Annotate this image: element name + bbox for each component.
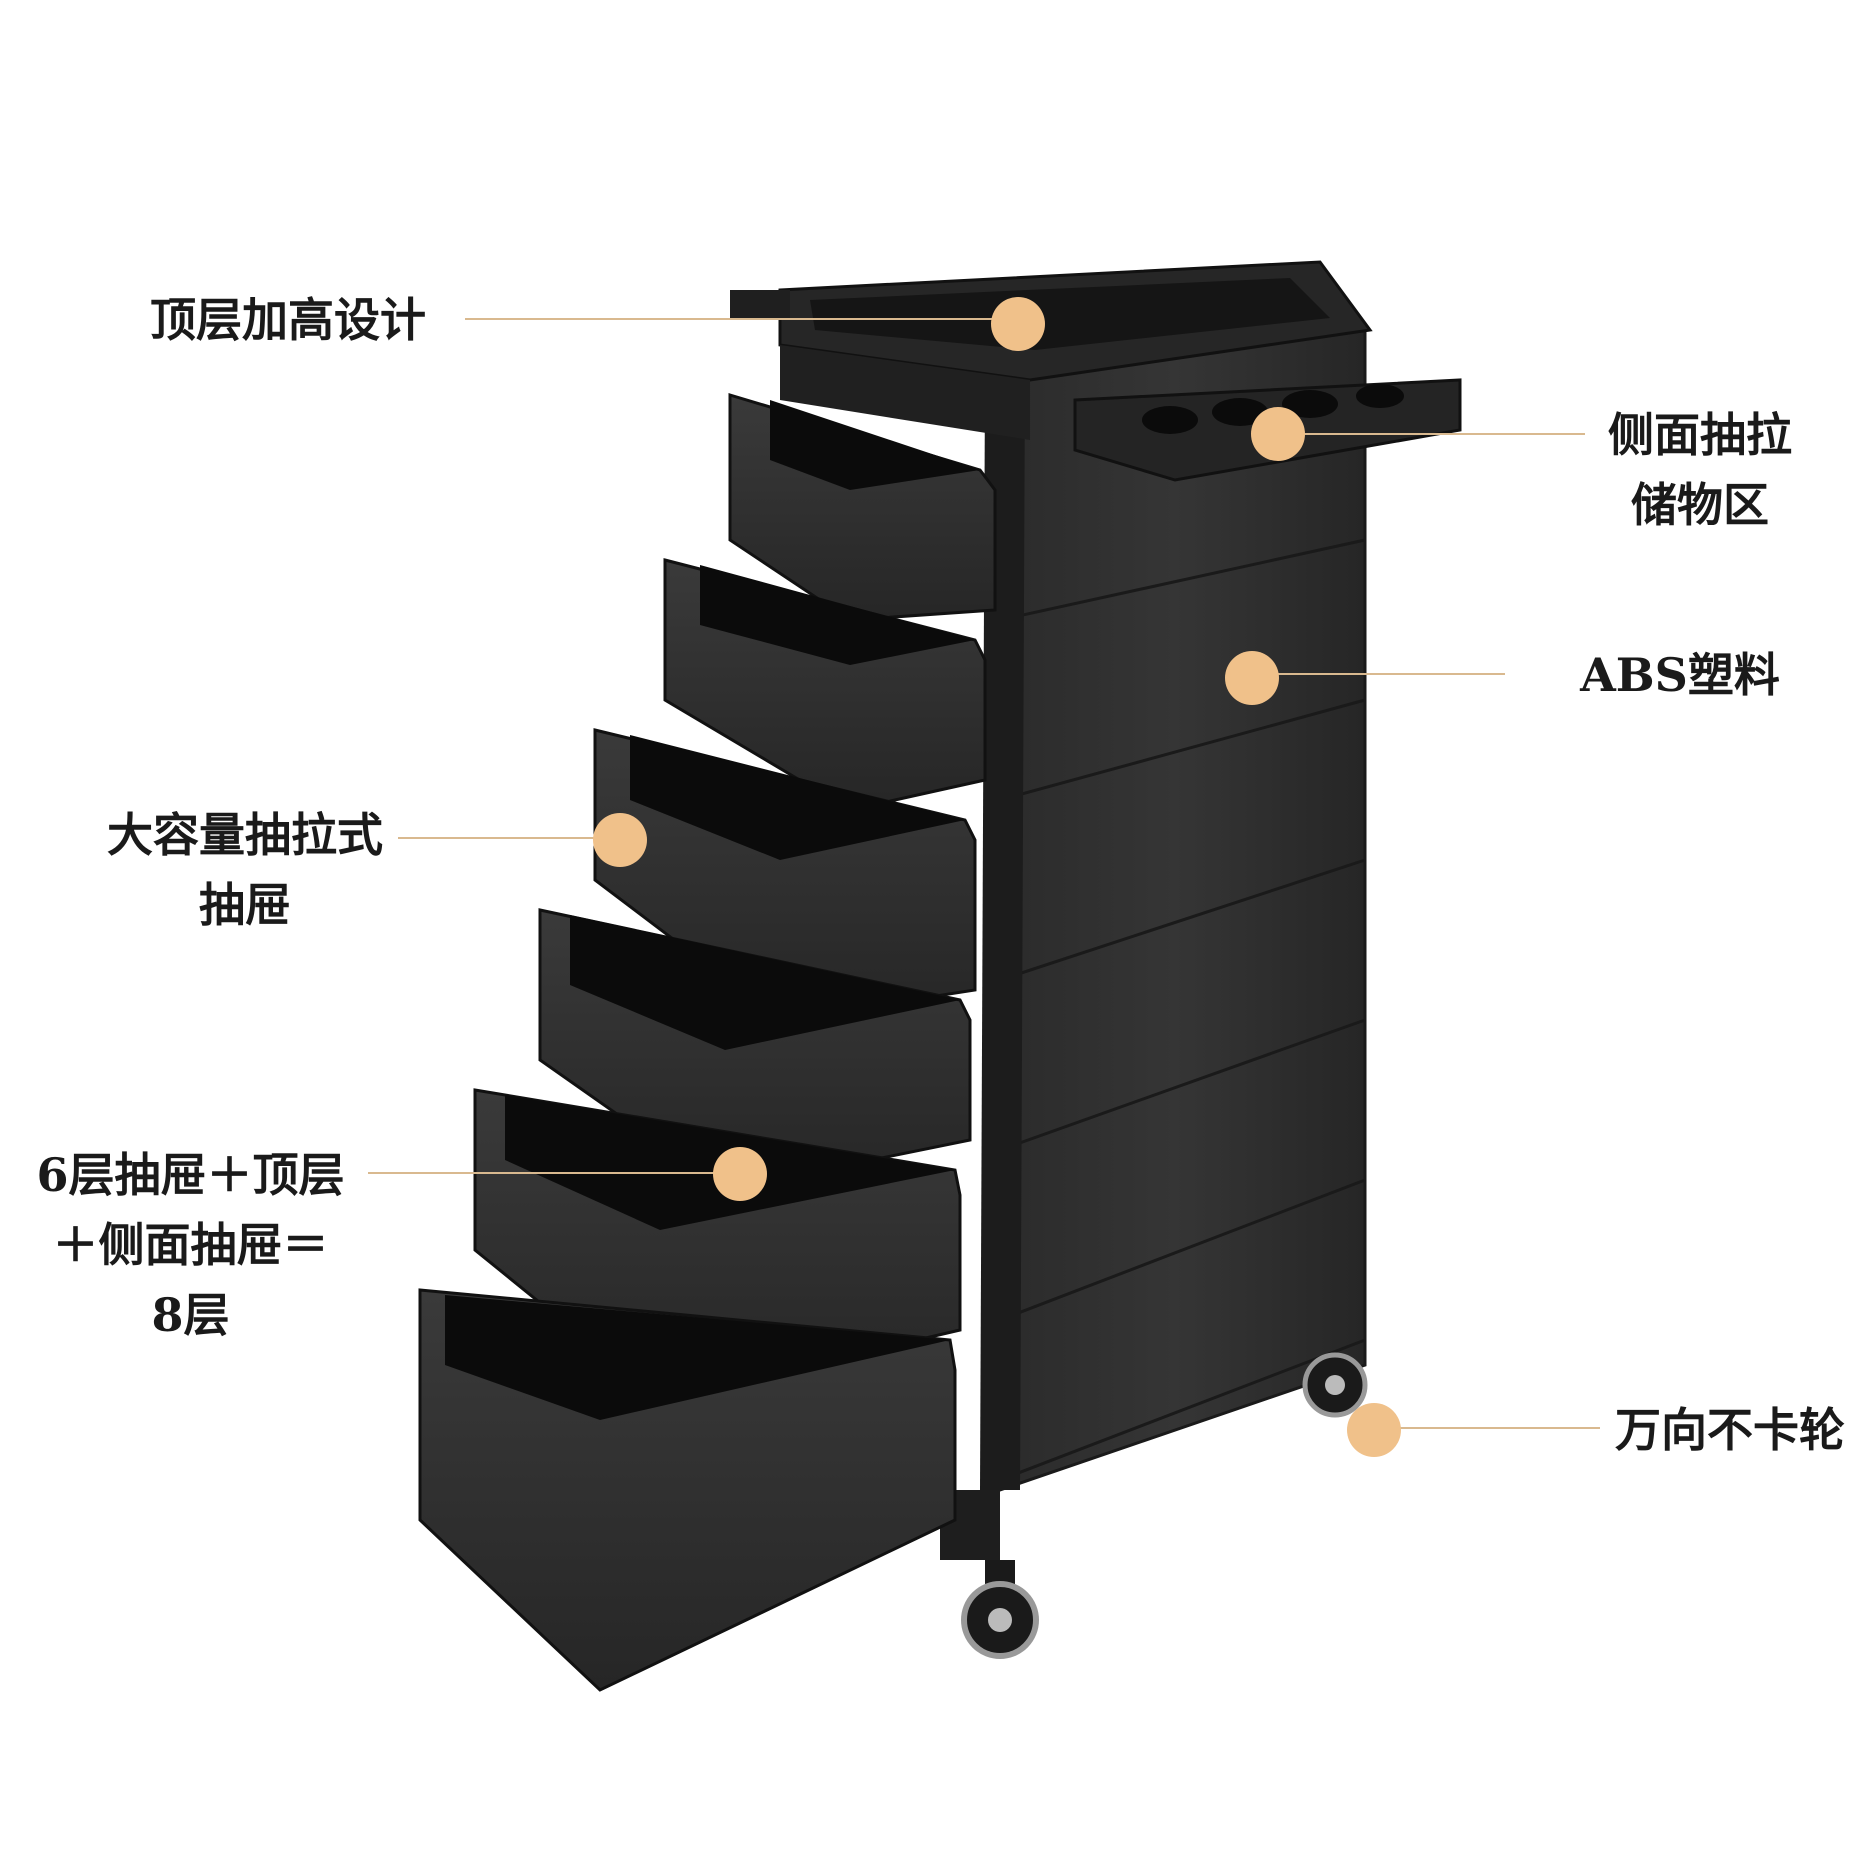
leader-layer-count [368, 1172, 740, 1174]
label-top-tray: 顶层加高设计 [150, 293, 426, 347]
dot-abs-plastic [1225, 651, 1279, 705]
label-side-drawer: 侧面抽拉 储物区 [1608, 408, 1792, 532]
dot-layer-count [713, 1147, 767, 1201]
drawer-1 [728, 392, 997, 622]
label-casters: 万向不卡轮 [1615, 1403, 1845, 1457]
label-large-drawers: 大容量抽拉式 抽屉 [107, 808, 383, 932]
top-tray-shape [730, 260, 1373, 440]
leader-side-drawer [1278, 433, 1585, 435]
leader-abs-plastic [1252, 673, 1505, 675]
drawer-2 [663, 558, 987, 812]
leader-casters [1374, 1427, 1600, 1429]
dot-casters [1347, 1403, 1401, 1457]
dot-large-drawers [593, 813, 647, 867]
caster-front [961, 1560, 1039, 1659]
cabinet-body [940, 328, 1367, 1560]
label-abs-plastic: ABS塑料 [1580, 648, 1780, 702]
leader-top-tray [465, 318, 1018, 320]
caster-back [1302, 1352, 1368, 1418]
drawer-6 [418, 1288, 957, 1692]
leader-large-drawers [398, 837, 620, 839]
label-layer-count: 6层抽屉＋顶层 ＋侧面抽屉＝ 8层 [36, 1148, 345, 1342]
dot-side-drawer [1251, 407, 1305, 461]
dot-top-tray [991, 297, 1045, 351]
